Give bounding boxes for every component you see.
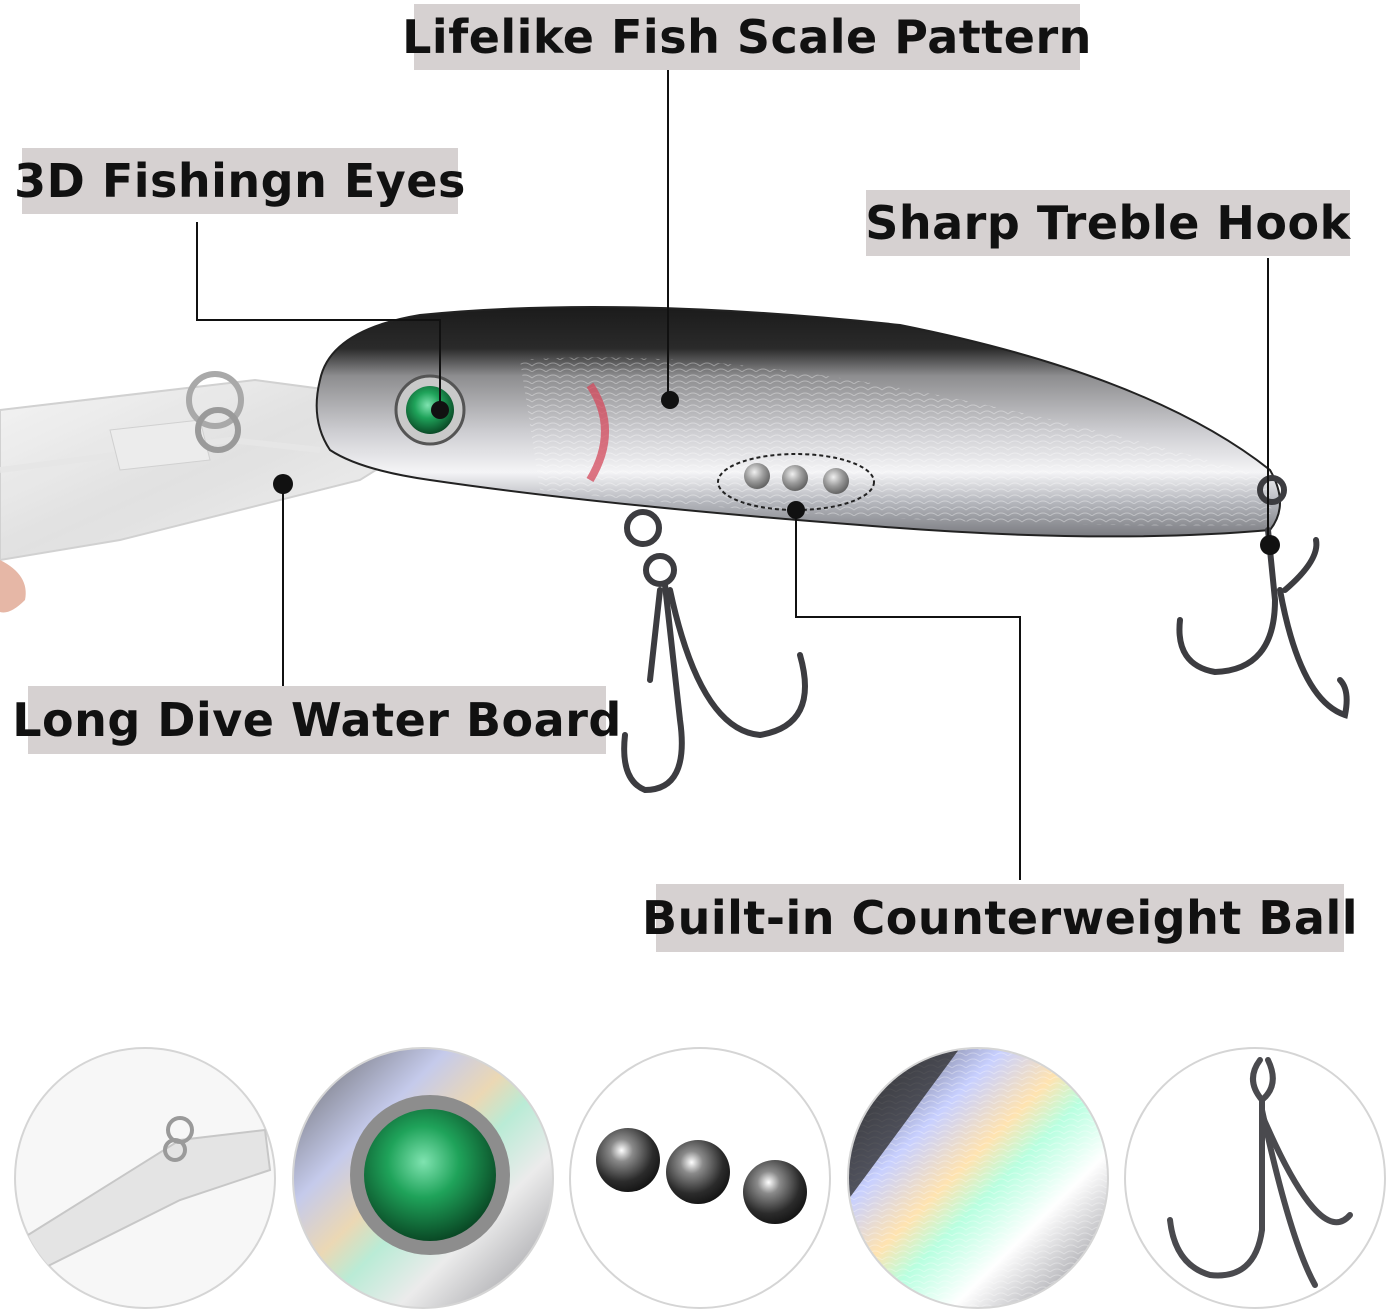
callout-label: Lifelike Fish Scale Pattern: [402, 10, 1092, 64]
callout-counterweight: Built-in Counterweight Ball: [642, 884, 1357, 952]
eye-icon: [394, 374, 466, 446]
treble-hook-icon: [1176, 475, 1350, 719]
callout-label: Sharp Treble Hook: [865, 196, 1351, 250]
split-ring-icon: [186, 371, 244, 453]
detail-counterweight: [569, 1047, 831, 1309]
detail-hook: [1124, 1047, 1386, 1309]
treble-hook-icon: [621, 509, 808, 794]
detail-scales: [847, 1047, 1109, 1309]
counterweight-ball-icon: [596, 1128, 807, 1224]
callout-eyes: 3D Fishingn Eyes: [14, 148, 465, 214]
callout-label: Long Dive Water Board: [12, 693, 622, 747]
callout-treble-hook: Sharp Treble Hook: [865, 190, 1351, 256]
callout-scale-pattern: Lifelike Fish Scale Pattern: [402, 4, 1091, 70]
lure-body: [315, 306, 1281, 538]
leader-dots: [273, 391, 1280, 555]
lip-icon: [0, 378, 402, 613]
callout-label: 3D Fishingn Eyes: [14, 154, 466, 208]
callout-water-board: Long Dive Water Board: [12, 686, 621, 754]
detail-lip: [14, 1047, 276, 1309]
leader-lines: [196, 70, 1269, 880]
callout-label: Built-in Counterweight Ball: [642, 891, 1358, 945]
detail-eye: [292, 1047, 554, 1309]
